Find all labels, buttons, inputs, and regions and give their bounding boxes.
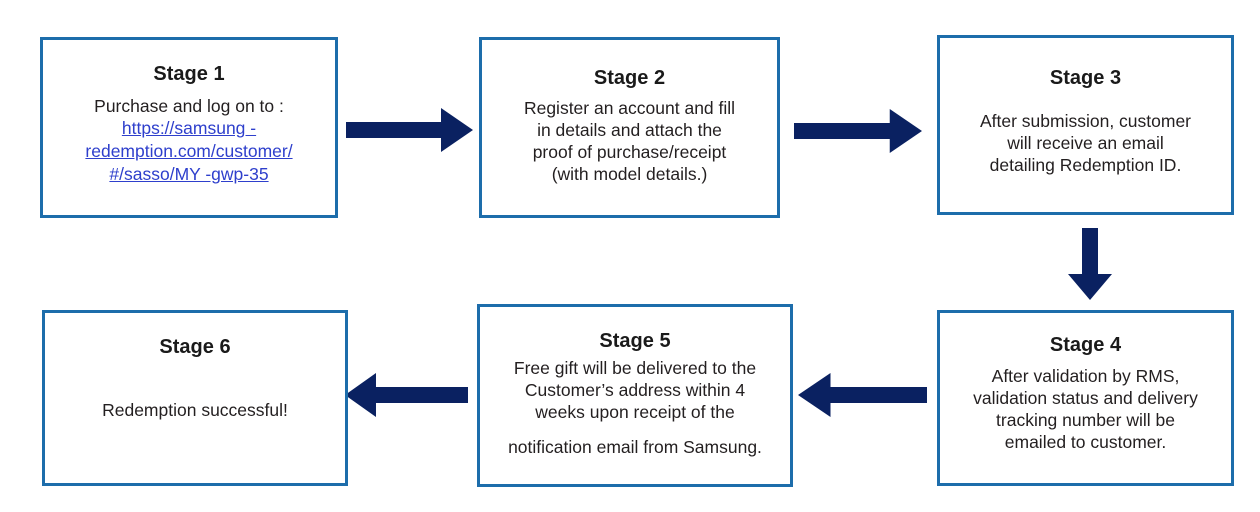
- stage-3-body: After submission, customer will receive …: [979, 111, 1192, 175]
- stage-4-title: Stage 4: [1049, 334, 1122, 356]
- stage-6-box: Stage 6 Redemption successful!: [42, 310, 348, 486]
- stage-6-title: Stage 6: [159, 336, 231, 358]
- stage-4-body: After validation by RMS, validation stat…: [973, 366, 1198, 452]
- stage-5-body-2: notification email from Samsung.: [508, 437, 762, 457]
- stage-5-body: Free gift will be delivered to the Custo…: [513, 358, 757, 422]
- stage-1-box: Stage 1 Purchase and log on to : https:/…: [40, 37, 338, 218]
- stage-2-title: Stage 2: [593, 67, 666, 89]
- stage-1-title: Stage 1: [153, 63, 225, 85]
- arrow-right-icon: [346, 108, 473, 152]
- arrow-left-icon: [345, 373, 468, 417]
- arrow-left-icon: [798, 373, 927, 417]
- stage-2-body: Register an account and fill in details …: [523, 98, 736, 184]
- stage-1-body: Purchase and log on to :: [94, 96, 284, 116]
- arrow-right-icon: [794, 109, 922, 153]
- stage-2-box: Stage 2 Register an account and fill in …: [479, 37, 780, 218]
- stage-3-title: Stage 3: [1049, 67, 1122, 89]
- stage-3-box: Stage 3 After submission, customer will …: [937, 35, 1234, 215]
- stage-6-body: Redemption successful!: [102, 400, 288, 420]
- arrow-down-icon: [1068, 228, 1112, 300]
- stage-5-box: Stage 5 Free gift will be delivered to t…: [477, 304, 793, 487]
- stage-5-title: Stage 5: [599, 330, 671, 352]
- redemption-url-link[interactable]: https://samsung - redemption.com/custome…: [85, 118, 293, 184]
- stage-4-box: Stage 4 After validation by RMS, validat…: [937, 310, 1234, 486]
